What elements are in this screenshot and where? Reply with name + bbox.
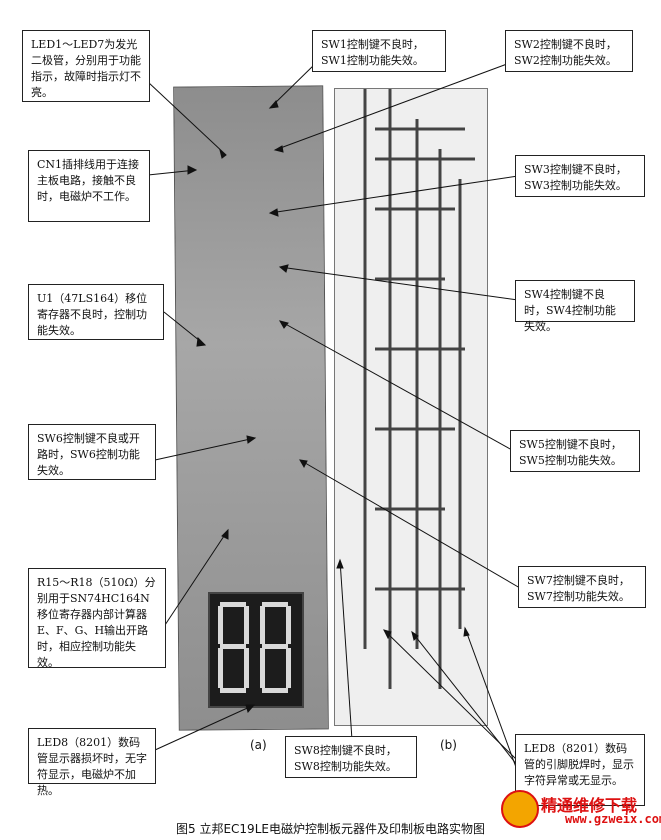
watermark-url: www.gzweix.com [565, 812, 661, 826]
callout-sw6: SW6控制键不良或开路时，SW6控制功能失效。 [28, 424, 156, 480]
callout-sw5: SW5控制键不良时，SW5控制功能失效。 [510, 430, 640, 472]
callout-led8-pins: LED8（8201）数码管的引脚脱焊时，显示字符异常或无显示。 [515, 734, 645, 806]
callout-sw8: SW8控制键不良时，SW8控制功能失效。 [285, 736, 417, 778]
solder-side-board [334, 88, 488, 726]
seven-segment-display [208, 592, 304, 708]
callout-sw7: SW7控制键不良时，SW7控制功能失效。 [518, 566, 646, 608]
callout-sw4: SW4控制键不良时，SW4控制功能失效。 [515, 280, 635, 333]
watermark: 精通维修下载 www.gzweix.com [501, 790, 661, 830]
watermark-title: 精通维修下载 [541, 796, 638, 815]
figure-caption: 图5 立邦EC19LE电磁炉控制板元器件及印制板电路实物图 [176, 822, 485, 836]
callout-sw2: SW2控制键不良时，SW2控制功能失效。 [505, 30, 633, 72]
subfigure-label-b: (b) [440, 738, 457, 752]
subfigure-label-a: (a) [250, 738, 267, 752]
callout-sw1: SW1控制键不良时，SW1控制功能失效。 [312, 30, 446, 72]
callout-r15-r18: R15～R18（510Ω）分别用于SN74HC164N移位寄存器内部计算器E、F… [28, 568, 166, 669]
watermark-logo-icon [501, 790, 539, 828]
callout-u1: U1（47LS164）移位寄存器不良时，控制功能失效。 [28, 284, 164, 340]
callout-led8-display: LED8（8201）数码管显示器损坏时，无字符显示，电磁炉不加热。 [28, 728, 156, 797]
callout-cn1: CN1插排线用于连接主板电路，接触不良时，电磁炉不工作。 [28, 150, 150, 222]
callout-led1-led7: LED1～LED7为发光二极管，分别用于功能指示，故障时指示灯不亮。 [22, 30, 150, 102]
callout-sw3: SW3控制键不良时，SW3控制功能失效。 [515, 155, 645, 197]
